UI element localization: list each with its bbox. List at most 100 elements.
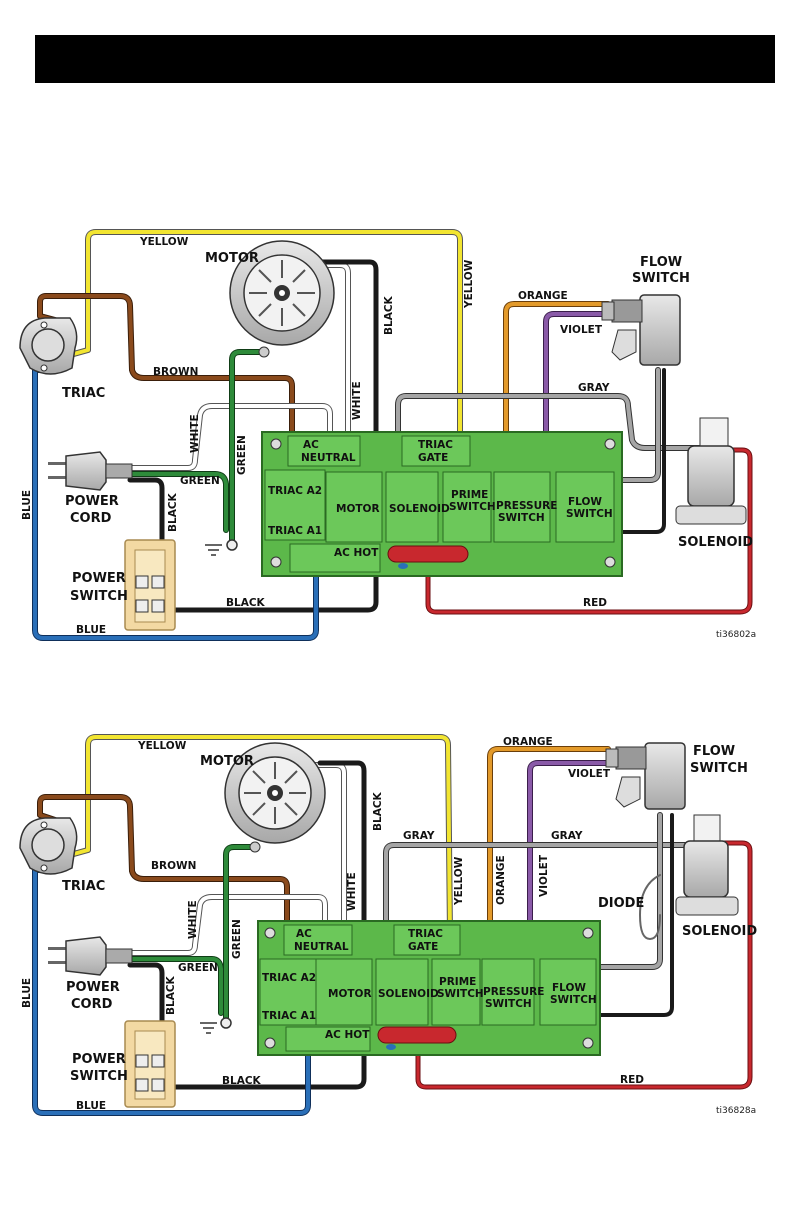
power-cord-plug-1	[48, 451, 133, 491]
board-solenoid: SOLENOID	[378, 988, 439, 1000]
label-violet-vert: VIOLET	[538, 854, 550, 897]
board-pressure-2: SWITCH	[485, 998, 532, 1010]
label-flow-switch-2: SWITCH	[690, 761, 748, 776]
labels-1: YELLOW MOTOR BLACK YELLOW ORANGE VIOLET …	[21, 236, 756, 640]
solenoid-2	[675, 814, 739, 916]
label-power-switch-2: SWITCH	[70, 589, 128, 604]
board-flow-1: FLOW	[552, 982, 586, 994]
label-yellow-top: YELLOW	[139, 236, 189, 248]
label-gray-right: GRAY	[551, 830, 583, 842]
board-pressure-2: SWITCH	[498, 512, 545, 524]
label-green-cord: GREEN	[178, 962, 218, 974]
label-flow-switch-1: FLOW	[693, 744, 735, 759]
label-violet: VIOLET	[568, 768, 611, 780]
label-power-cord-1: POWER	[65, 494, 119, 509]
triac-1	[19, 317, 78, 375]
board-flow-1: FLOW	[568, 496, 602, 508]
board-triac-a1: TRIAC A1	[268, 525, 322, 537]
label-white-motor: WHITE	[351, 381, 363, 420]
board-prime-1: PRIME	[439, 976, 476, 988]
labels-2: YELLOW MOTOR BLACK ORANGE VIOLET FLOW SW…	[21, 736, 757, 1116]
label-black-motor: BLACK	[383, 295, 395, 335]
ground-symbol-2	[200, 1017, 232, 1034]
label-yellow-right: YELLOW	[463, 259, 475, 309]
board-ac-neutral-2: NEUTRAL	[294, 941, 349, 953]
label-gray-left: GRAY	[403, 830, 435, 842]
board-triac-a1: TRIAC A1	[262, 1010, 316, 1022]
label-power-cord-2: CORD	[71, 997, 113, 1012]
label-orange-vert: ORANGE	[495, 855, 507, 905]
board-flow-2: SWITCH	[566, 508, 613, 520]
figure-ref: ti36802a	[716, 630, 756, 640]
wire-black-cord	[127, 477, 165, 585]
triac-2	[19, 817, 78, 875]
wiring-diagram-2-svg: YELLOW MOTOR BLACK ORANGE VIOLET FLOW SW…	[19, 734, 757, 1116]
solenoid-1	[675, 417, 747, 525]
board-triac-gate-2: GATE	[418, 452, 448, 464]
control-board-2	[257, 920, 601, 1056]
motor-1	[229, 240, 335, 358]
label-blue-bottom: BLUE	[76, 624, 106, 636]
board-ac-hot: AC HOT	[334, 547, 379, 559]
board-ac-hot: AC HOT	[325, 1029, 370, 1041]
label-blue-left: BLUE	[21, 978, 33, 1008]
motor-2	[224, 742, 326, 853]
label-blue-left: BLUE	[21, 490, 33, 520]
label-flow-switch-2: SWITCH	[632, 271, 690, 286]
label-red: RED	[583, 597, 607, 609]
label-green-vert: GREEN	[236, 435, 248, 475]
board-motor: MOTOR	[336, 503, 380, 515]
label-motor: MOTOR	[200, 754, 254, 769]
flow-switch-1	[601, 294, 681, 366]
ground-symbol-1	[205, 539, 238, 556]
label-black-cord: BLACK	[167, 492, 179, 532]
board-pressure-1: PRESSURE	[483, 986, 544, 998]
board-prime-2: SWITCH	[449, 501, 496, 513]
label-green-vert: GREEN	[231, 919, 243, 959]
wire-black-motor	[317, 259, 379, 533]
label-power-switch-1: POWER	[72, 571, 126, 586]
label-flow-switch-1: FLOW	[640, 255, 682, 270]
label-power-cord-2: CORD	[70, 511, 112, 526]
label-power-cord-1: POWER	[66, 980, 120, 995]
wiring-diagram-1: YELLOW MOTOR BLACK YELLOW ORANGE VIOLET …	[0, 220, 792, 650]
board-triac-gate-1: TRIAC	[408, 928, 443, 940]
board-triac-a2: TRIAC A2	[262, 972, 316, 984]
board-motor: MOTOR	[328, 988, 372, 1000]
label-black-motor: BLACK	[372, 791, 384, 831]
board-triac-gate-2: GATE	[408, 941, 438, 953]
wire-black-bottom	[157, 557, 379, 613]
board-prime-2: SWITCH	[437, 988, 484, 1000]
label-white-left: WHITE	[189, 414, 201, 453]
label-black-bottom: BLACK	[226, 597, 266, 609]
header-bar	[35, 35, 775, 83]
diode-wire	[639, 874, 661, 940]
wire-black-motor	[317, 760, 367, 1018]
label-red: RED	[620, 1074, 644, 1086]
label-black-bottom: BLACK	[222, 1075, 262, 1087]
label-power-switch-2: SWITCH	[70, 1069, 128, 1084]
label-triac: TRIAC	[62, 386, 105, 401]
board-prime-1: PRIME	[451, 489, 488, 501]
label-yellow-vert: YELLOW	[453, 856, 465, 906]
board-pressure-1: PRESSURE	[496, 500, 557, 512]
wire-black-bottom	[157, 1032, 367, 1090]
wiring-diagram-2: YELLOW MOTOR BLACK ORANGE VIOLET FLOW SW…	[0, 725, 792, 1125]
label-diode: DIODE	[598, 896, 644, 911]
board-triac-gate-1: TRIAC	[418, 439, 453, 451]
power-switch-1	[124, 539, 176, 631]
label-black-cord: BLACK	[165, 975, 177, 1015]
control-board-1	[261, 431, 623, 577]
label-white-motor: WHITE	[346, 872, 358, 911]
wires-2	[32, 734, 753, 1116]
label-motor: MOTOR	[205, 251, 259, 266]
label-green-cord: GREEN	[180, 475, 220, 487]
board-ac-neutral-2: NEUTRAL	[301, 452, 356, 464]
label-brown: BROWN	[153, 366, 198, 378]
flow-switch-2	[605, 742, 686, 810]
label-white-left: WHITE	[187, 900, 199, 939]
label-yellow-top: YELLOW	[137, 740, 187, 752]
label-gray: GRAY	[578, 382, 610, 394]
power-switch-2	[124, 1020, 176, 1108]
label-brown: BROWN	[151, 860, 196, 872]
